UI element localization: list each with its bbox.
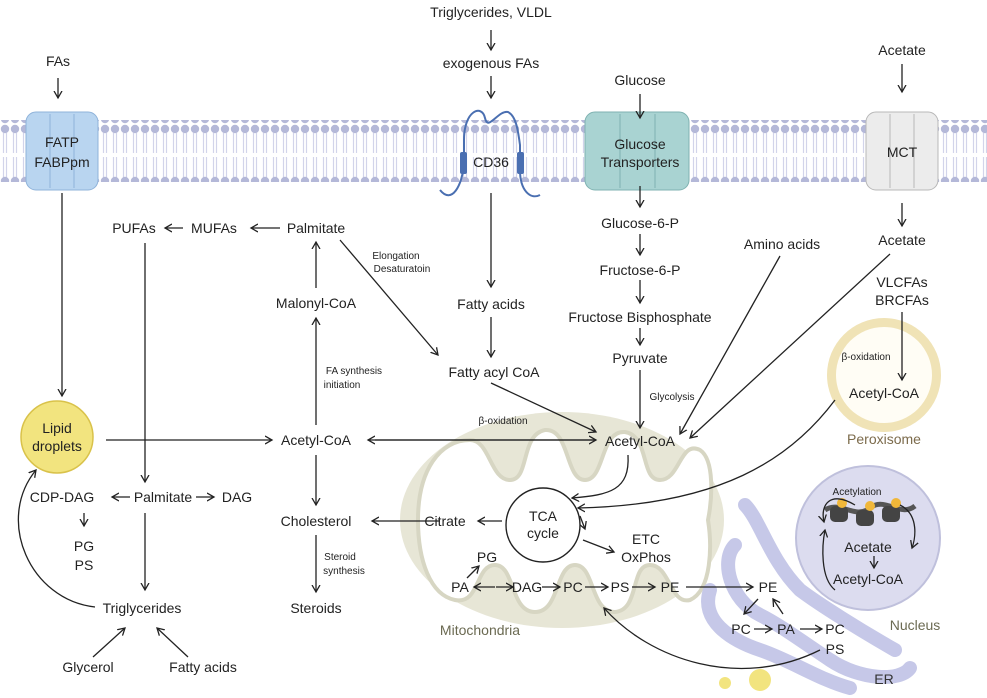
label-mct: MCT <box>887 144 918 160</box>
label-amino-acids: Amino acids <box>744 236 820 252</box>
label-vlcfas: VLCFAs <box>876 274 927 290</box>
pathway-arrows <box>17 30 914 670</box>
label-steroids: Steroids <box>290 600 341 616</box>
fatp-transporter <box>25 111 99 191</box>
label-acetate-nuc: Acetate <box>844 539 892 555</box>
label-triglycerides: Triglycerides <box>103 600 182 616</box>
label-ps-mito: PS <box>611 579 630 595</box>
label-er: ER <box>874 671 893 687</box>
label-pe-mito: PE <box>661 579 680 595</box>
label-glycolysis: Glycolysis <box>649 392 694 403</box>
label-glucose-6-p: Glucose-6-P <box>601 215 679 231</box>
endoplasmic-reticulum <box>701 498 917 695</box>
label-pufas: PUFAs <box>112 220 156 236</box>
label-nucleus: Nucleus <box>890 617 941 633</box>
label-pc-er1: PC <box>731 621 750 637</box>
label-fatty-acids-bottom: Fatty acids <box>169 659 237 675</box>
cd36-receptor <box>439 109 541 198</box>
label-acetate-in: Acetate <box>878 232 926 248</box>
lipid-droplet <box>20 400 94 474</box>
label-glycerol: Glycerol <box>62 659 113 675</box>
label-elongation: Elongation <box>372 251 419 262</box>
label-dag-mito: DAG <box>512 579 542 595</box>
label-palmitate-top: Palmitate <box>287 220 346 236</box>
label-pyruvate: Pyruvate <box>612 350 667 366</box>
label-exogenous-fas: exogenous FAs <box>443 55 540 71</box>
label-pe-er: PE <box>759 579 778 595</box>
label-steroid-2: synthesis <box>323 566 365 577</box>
label-brcfas: BRCFAs <box>875 292 929 308</box>
label-pc-er2: PC <box>825 621 844 637</box>
label-steroid-1: Steroid <box>324 552 356 563</box>
tca-cycle <box>505 487 581 563</box>
cell-membrane <box>0 120 987 182</box>
label-mitochondria: Mitochondria <box>440 622 520 638</box>
mct-transporter <box>865 111 939 191</box>
label-peroxisome: Peroxisome <box>847 431 921 447</box>
label-palmitate-mid: Palmitate <box>134 489 193 505</box>
label-glut-2: Transporters <box>601 154 680 170</box>
label-ps-left: PS <box>75 557 94 573</box>
label-pg-mito: PG <box>477 549 497 565</box>
label-cd36: CD36 <box>473 154 509 170</box>
label-tca-2: cycle <box>527 525 559 541</box>
label-fatp: FATP <box>45 134 79 150</box>
label-fabppm: FABPpm <box>34 154 89 170</box>
label-acetyl-coa-perox: Acetyl-CoA <box>849 385 920 401</box>
mito-labels: Citrate TCA cycle ETC OxPhos PG PA DAG P… <box>424 487 940 687</box>
label-fas-top: FAs <box>46 53 70 69</box>
label-malonyl-coa: Malonyl-CoA <box>276 295 357 311</box>
label-desaturation: Desaturatoin <box>374 264 431 275</box>
label-ps-er: PS <box>826 641 845 657</box>
label-beta-ox-perox: β-oxidation <box>841 352 890 363</box>
label-citrate: Citrate <box>424 513 465 529</box>
label-mufas: MUFAs <box>191 220 237 236</box>
label-fatty-acyl-coa: Fatty acyl CoA <box>448 364 540 380</box>
label-pc-mito: PC <box>563 579 582 595</box>
label-fatty-acids-mid: Fatty acids <box>457 296 525 312</box>
label-oxphos: OxPhos <box>621 549 671 565</box>
label-pa-er: PA <box>777 621 795 637</box>
label-lipid-1: Lipid <box>42 420 72 436</box>
label-pa-mito: PA <box>451 579 469 595</box>
label-tca-1: TCA <box>529 508 558 524</box>
peroxisome <box>827 318 941 432</box>
label-acetyl-coa-nuc: Acetyl-CoA <box>833 571 904 587</box>
label-acetyl-coa-mito: Acetyl-CoA <box>605 433 676 449</box>
diagram-labels: FAs FATP FABPpm Triglycerides, VLDL exog… <box>30 4 929 675</box>
label-acetylation: Acetylation <box>833 487 882 498</box>
label-lipid-2: droplets <box>32 438 82 454</box>
label-cdp-dag: CDP-DAG <box>30 489 95 505</box>
label-pg-left: PG <box>74 538 94 554</box>
label-glucose-top: Glucose <box>614 72 666 88</box>
label-tg-vldl: Triglycerides, VLDL <box>430 4 552 20</box>
label-fa-synth-2: initiation <box>324 380 361 391</box>
label-fructose-bp: Fructose Bisphosphate <box>568 309 711 325</box>
nucleus <box>795 465 941 611</box>
label-beta-ox-mito: β-oxidation <box>478 416 527 427</box>
label-acetate-top: Acetate <box>878 42 926 58</box>
label-fructose-6-p: Fructose-6-P <box>600 262 681 278</box>
label-etc: ETC <box>632 531 660 547</box>
label-fa-synth-1: FA synthesis <box>326 366 382 377</box>
label-cholesterol: Cholesterol <box>281 513 352 529</box>
label-acetyl-coa-cyto: Acetyl-CoA <box>281 432 352 448</box>
label-dag-left: DAG <box>222 489 252 505</box>
label-glut-1: Glucose <box>614 136 666 152</box>
